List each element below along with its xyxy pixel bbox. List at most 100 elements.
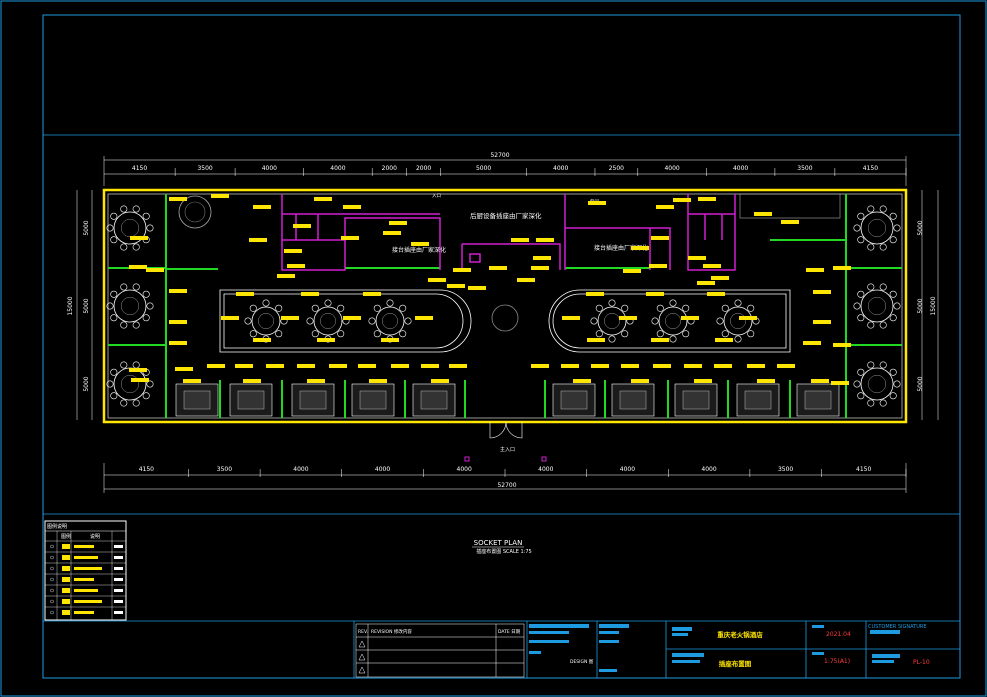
socket-icon xyxy=(391,364,409,368)
socket-icon xyxy=(284,249,302,253)
socket-icon xyxy=(806,268,824,272)
chair xyxy=(608,299,616,307)
chair xyxy=(879,205,887,213)
round-table xyxy=(590,299,634,343)
bottom-dim-label: 4000 xyxy=(701,466,716,473)
entrance-door xyxy=(489,421,523,439)
legend-qty-bar xyxy=(114,556,123,559)
socket-icon xyxy=(307,379,325,383)
chair xyxy=(262,299,270,307)
drawing-title: SOCKET PLAN xyxy=(474,539,523,547)
socket-icon xyxy=(813,320,831,324)
socket-icon xyxy=(754,212,772,216)
chair xyxy=(867,399,875,407)
chair xyxy=(249,304,257,312)
chair xyxy=(734,335,742,343)
bottom-dim-label: 4150 xyxy=(856,466,871,473)
socket-icon xyxy=(623,269,641,273)
bottom-dim-label: 4150 xyxy=(139,466,154,473)
socket-icon xyxy=(621,364,639,368)
dim-right-total: 15000 xyxy=(930,296,937,315)
top-dim-label: 4000 xyxy=(664,165,679,172)
chair xyxy=(110,314,118,322)
project-name: 重庆老火锅酒店 xyxy=(717,630,763,639)
legend-row-number-icon xyxy=(50,566,54,571)
socket-icon xyxy=(183,379,201,383)
socket-icon xyxy=(831,381,849,385)
socket-icon xyxy=(236,292,254,296)
dim-left-total: 15000 xyxy=(67,296,74,315)
round-table xyxy=(106,361,154,407)
socket-icon xyxy=(673,198,691,202)
legend-col-symbol: 图例 xyxy=(61,533,71,540)
socket-icon xyxy=(169,197,187,201)
chair xyxy=(249,330,257,338)
kitchen-fan-inner xyxy=(184,201,206,223)
legend-symbol-icon xyxy=(62,566,70,571)
top-door-label: 入口 xyxy=(432,193,441,199)
socket-icon xyxy=(243,379,261,383)
top-dim-label: 2000 xyxy=(382,165,397,172)
socket-icon xyxy=(653,364,671,368)
building-walls xyxy=(102,188,908,424)
chair xyxy=(110,290,118,298)
legend-row-number-icon xyxy=(50,544,54,549)
socket-icon xyxy=(681,316,699,320)
booth xyxy=(611,383,655,417)
bottom-dim-label: 4000 xyxy=(375,466,390,473)
chair xyxy=(142,314,150,322)
drawing-subtitle: 插座布置图 SCALE 1:75 xyxy=(476,548,531,555)
booth-area-left xyxy=(219,289,472,353)
socket-icon xyxy=(711,276,729,280)
socket-icon xyxy=(631,379,649,383)
socket-icon xyxy=(684,364,702,368)
chair xyxy=(857,392,865,400)
socket-icon xyxy=(169,320,187,324)
chair xyxy=(132,321,140,329)
socket-icon xyxy=(777,364,795,368)
legend-row-number-icon xyxy=(50,599,54,604)
chair xyxy=(857,314,865,322)
booths-bottom xyxy=(175,383,840,417)
chair xyxy=(747,330,755,338)
title-block xyxy=(353,621,960,678)
socket-icon xyxy=(619,316,637,320)
chair xyxy=(669,335,677,343)
chair xyxy=(879,399,887,407)
socket-icon xyxy=(129,265,147,269)
booth xyxy=(412,383,456,417)
socket-icon xyxy=(301,292,319,296)
socket-icon xyxy=(833,343,851,347)
legend-qty-bar xyxy=(114,545,123,548)
chair xyxy=(110,392,118,400)
entrance-label: 主入口 xyxy=(500,446,515,453)
chair xyxy=(311,330,319,338)
socket-icon xyxy=(253,205,271,209)
chair xyxy=(110,236,118,244)
legend-qty-bar xyxy=(114,567,123,570)
legend-desc-bar xyxy=(74,545,94,548)
entrance-marker-left xyxy=(464,456,470,462)
top-dim-label: 2000 xyxy=(416,165,431,172)
socket-icon xyxy=(533,256,551,260)
drawing-date: 2021.04 xyxy=(826,631,851,638)
socket-icon xyxy=(421,364,439,368)
top-dim-label: 3500 xyxy=(197,165,212,172)
socket-icon xyxy=(688,256,706,260)
round-table xyxy=(853,283,901,329)
socket-icon xyxy=(803,341,821,345)
chair xyxy=(120,361,128,369)
chair xyxy=(142,212,150,220)
chair xyxy=(867,205,875,213)
kitchen-partitions xyxy=(281,194,736,271)
dim-left-1: 5000 xyxy=(83,220,90,235)
round-table xyxy=(306,299,350,343)
socket-icon xyxy=(757,379,775,383)
chair xyxy=(857,368,865,376)
chair xyxy=(132,243,140,251)
chair xyxy=(311,304,319,312)
revision-table xyxy=(355,623,525,678)
kitchen-label: 后厨设备插座由厂家深化 xyxy=(470,211,542,220)
round-tables xyxy=(106,205,901,407)
